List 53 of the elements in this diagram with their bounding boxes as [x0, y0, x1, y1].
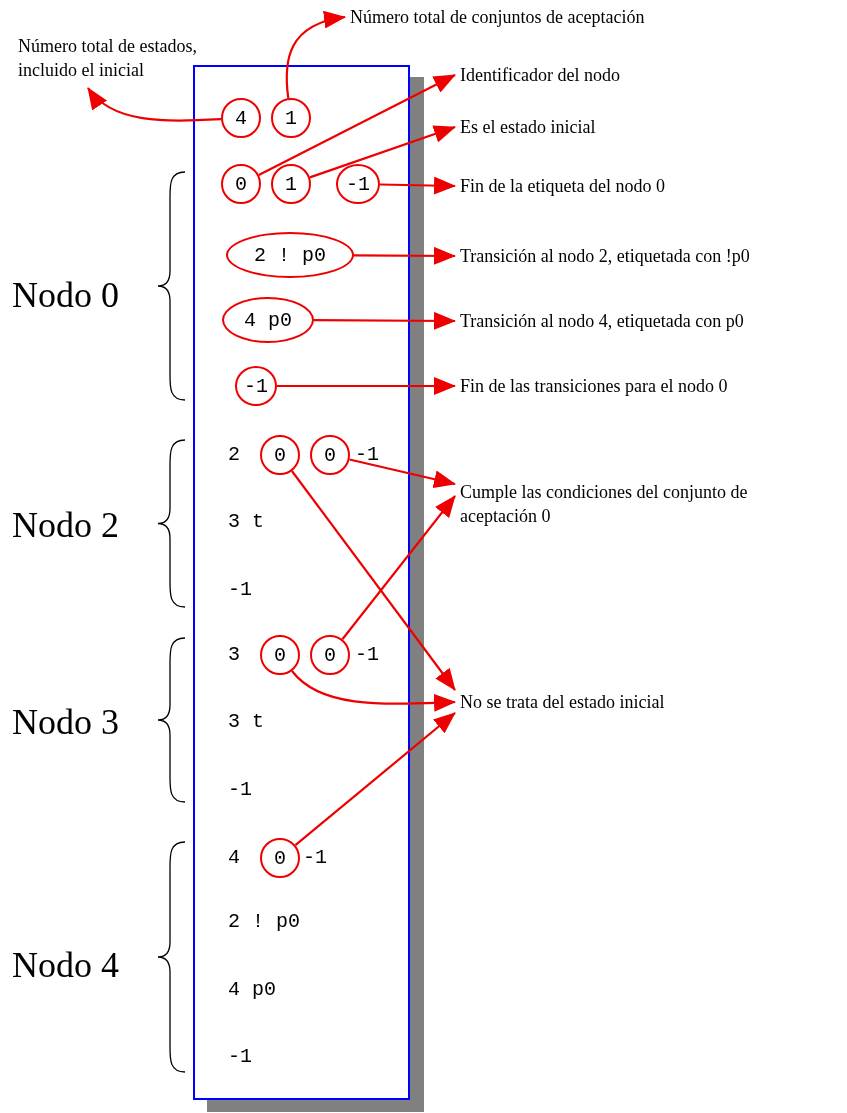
circled-token: 4 p0 — [222, 297, 314, 343]
arrow — [294, 712, 456, 847]
circled-token: 0 — [260, 635, 300, 675]
annotation-text: Número total de estados, incluido el inicial — [18, 34, 218, 82]
arrow — [277, 377, 456, 395]
arrow — [354, 246, 456, 265]
circled-token: 4 — [221, 98, 261, 138]
code-text: 3 t — [228, 710, 264, 734]
annotation-text: Número total de conjuntos de aceptación — [350, 5, 645, 29]
circled-token: 0 — [221, 164, 261, 204]
arrow — [314, 311, 456, 330]
code-text: -1 — [355, 443, 379, 467]
circled-token: 0 — [260, 838, 300, 878]
section-label: Nodo 2 — [12, 505, 119, 545]
arrow — [349, 458, 456, 488]
circled-token: 0 — [310, 435, 350, 475]
code-text: -1 — [228, 778, 252, 802]
arrow — [285, 11, 346, 99]
arrow — [87, 87, 222, 122]
circled-token: -1 — [235, 366, 277, 406]
arrow — [309, 125, 456, 179]
circled-token: 1 — [271, 164, 311, 204]
section-label: Nodo 4 — [12, 945, 119, 985]
circled-token: 0 — [260, 435, 300, 475]
code-text: 2 — [228, 443, 240, 467]
section-label: Nodo 3 — [12, 702, 119, 742]
annotation-text: Transición al nodo 2, etiquetada con !p0 — [460, 244, 750, 268]
circled-token: 1 — [271, 98, 311, 138]
arrow — [341, 495, 456, 640]
circled-token: 0 — [310, 635, 350, 675]
code-text: 2 ! p0 — [228, 910, 300, 934]
code-text: 4 — [228, 846, 240, 870]
annotation-text: Fin de las transiciones para el nodo 0 — [460, 374, 728, 398]
circled-token: -1 — [336, 164, 380, 204]
arrow — [291, 470, 456, 691]
circled-token: 2 ! p0 — [226, 232, 354, 278]
annotation-text: Es el estado inicial — [460, 115, 596, 139]
annotation-text: No se trata del estado inicial — [460, 690, 665, 714]
section-label: Nodo 0 — [12, 275, 119, 315]
code-text: 3 — [228, 643, 240, 667]
code-text: -1 — [228, 1045, 252, 1069]
annotation-text: Fin de la etiqueta del nodo 0 — [460, 174, 665, 198]
annotation-text: Cumple las condiciones del conjunto de aceptación 0 — [460, 480, 770, 528]
arrow — [258, 74, 456, 176]
code-text: -1 — [355, 643, 379, 667]
annotation-text: Transición al nodo 4, etiquetada con p0 — [460, 309, 744, 333]
code-text: -1 — [303, 846, 327, 870]
code-text: 4 p0 — [228, 978, 276, 1002]
code-text: 3 t — [228, 510, 264, 534]
annotation-text: Identificador del nodo — [460, 63, 620, 87]
arrow — [379, 176, 456, 195]
arrow — [291, 670, 456, 712]
code-text: -1 — [228, 578, 252, 602]
